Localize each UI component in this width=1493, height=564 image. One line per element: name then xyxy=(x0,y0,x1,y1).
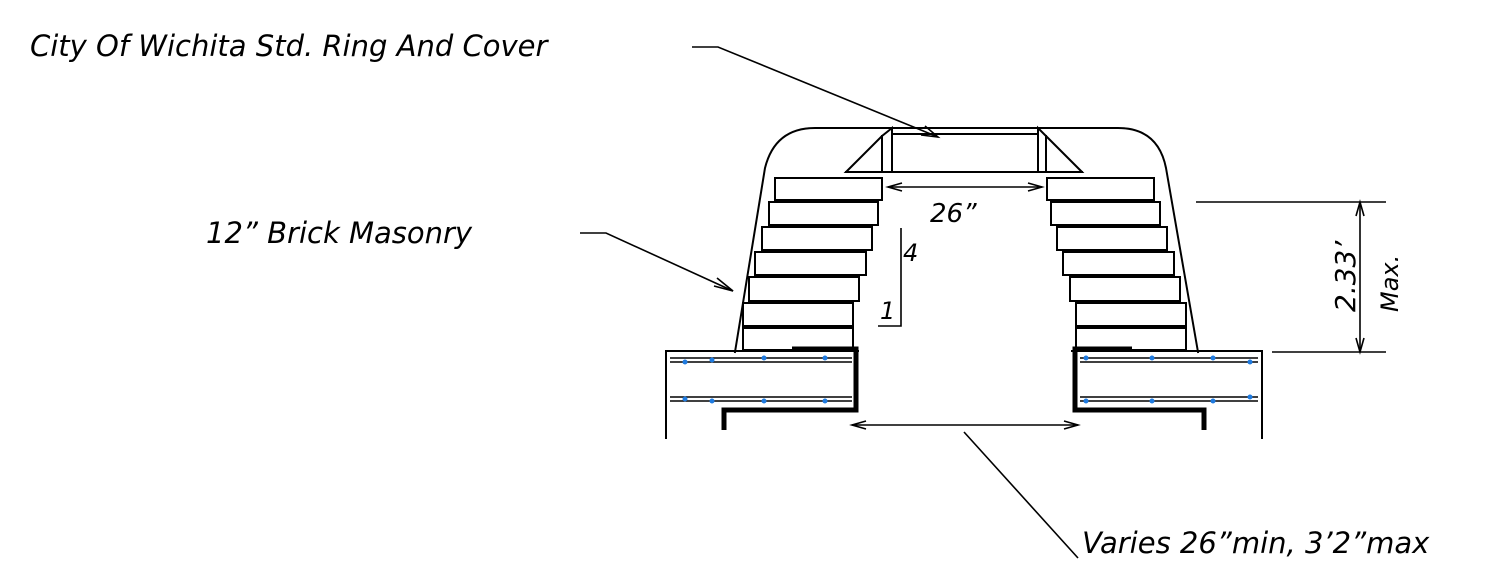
brick-courses-right xyxy=(1046,177,1187,351)
brick-course xyxy=(1046,177,1155,201)
varies-leader xyxy=(963,431,1079,559)
ring-cover-label: City Of Wichita Std. Ring And Cover xyxy=(30,29,549,63)
brick-courses-left xyxy=(742,177,883,351)
ring-and-cover xyxy=(733,125,1200,354)
cover-lid xyxy=(891,133,1039,173)
height-dim-arrow-bottom xyxy=(1355,337,1365,355)
varies-label: Varies 26”min, 3’2”max xyxy=(1082,526,1430,560)
brick-course xyxy=(768,201,879,226)
brick-course xyxy=(774,177,883,201)
rebar-dot xyxy=(709,357,715,363)
rebar-dot xyxy=(822,398,828,404)
slope-indicator xyxy=(878,228,902,327)
slope-rise-label: 4 xyxy=(903,239,918,267)
opening-dim-arrow-right xyxy=(1027,182,1045,192)
rebar-dot xyxy=(1083,398,1089,404)
slope-run-label: 1 xyxy=(880,297,895,325)
rebar-dot xyxy=(1083,355,1089,361)
slab-left-frame xyxy=(721,346,859,430)
brick-course xyxy=(1056,226,1168,251)
brick-course xyxy=(1062,251,1175,276)
height-label: 2.33’ xyxy=(1329,240,1362,312)
rebar-dot xyxy=(822,355,828,361)
rebar-dot xyxy=(761,355,767,361)
slab-right-frame xyxy=(1072,346,1207,430)
rebar-dot xyxy=(682,359,688,365)
brick-course xyxy=(1050,201,1161,226)
rebar-dot xyxy=(761,398,767,404)
rebar-dot xyxy=(709,398,715,404)
opening-width-label: 26” xyxy=(930,199,977,229)
brick-leader-arrow xyxy=(713,277,734,292)
ring-outline xyxy=(733,127,1200,354)
rebar-dot xyxy=(1247,359,1253,365)
varies-dim-arrow-left xyxy=(849,420,867,430)
brick-masonry-label: 12” Brick Masonry xyxy=(206,216,473,250)
rebar-dot xyxy=(1149,355,1155,361)
brick-course xyxy=(748,276,860,302)
dimensions xyxy=(849,182,1386,430)
concrete-slab xyxy=(665,346,1263,439)
brick-course xyxy=(754,251,867,276)
ring-cover-leader-arrow xyxy=(920,125,941,139)
rebar-dot xyxy=(1210,398,1216,404)
brick-course xyxy=(761,226,873,251)
brick-course xyxy=(1075,302,1187,327)
rebar-dot xyxy=(1149,398,1155,404)
ring-right-flange xyxy=(1037,125,1085,173)
rebar-dot xyxy=(1247,394,1253,400)
ring-left-flange xyxy=(843,125,893,173)
brick-course xyxy=(742,302,854,327)
opening-dim-arrow-left xyxy=(885,182,903,192)
height-dim-arrow-top xyxy=(1355,199,1365,217)
rebar-dot xyxy=(682,396,688,402)
varies-dim-arrow-right xyxy=(1063,420,1081,430)
rebar-dot xyxy=(1210,355,1216,361)
ring-cover-leader xyxy=(692,46,939,138)
brick-leader xyxy=(580,232,734,292)
height-qualifier-label: Max. xyxy=(1376,255,1404,312)
leaders xyxy=(580,46,1079,559)
brick-course xyxy=(1069,276,1181,302)
